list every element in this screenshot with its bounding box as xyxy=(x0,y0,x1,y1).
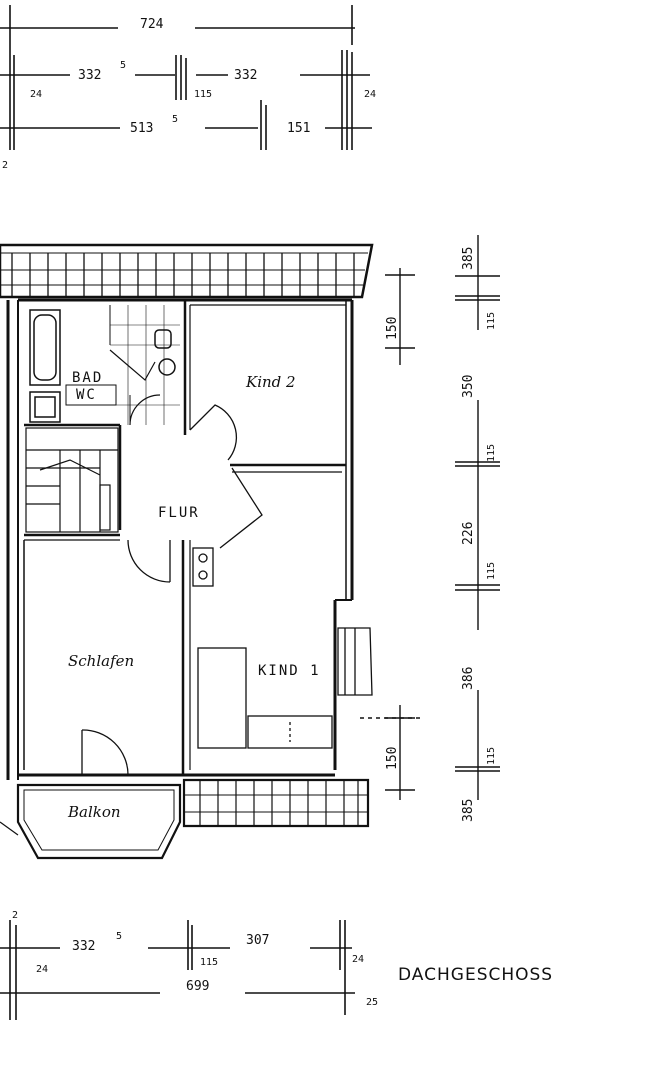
room-wc: WC xyxy=(76,387,97,403)
dim-150-bottom: 150 xyxy=(385,747,400,770)
room-balkon: Balkon xyxy=(67,803,121,821)
dim-332: 332 xyxy=(234,68,257,83)
bottom-dimensions xyxy=(0,920,355,1020)
dim-332-5-sup: 5 xyxy=(120,60,126,71)
dim-115-a: 115 xyxy=(486,312,497,330)
room-kind-1: KIND 1 xyxy=(258,663,321,679)
dim-386: 386 xyxy=(461,667,476,690)
dim-115-top: 115 xyxy=(194,89,212,100)
dim-724: 724 xyxy=(140,17,164,32)
dim-385-bottom: 385 xyxy=(461,799,476,822)
dim-699: 699 xyxy=(186,979,209,994)
wc-frame xyxy=(65,384,117,406)
top-dimensions xyxy=(0,5,372,150)
room-flur: FLUR xyxy=(158,505,200,521)
doors xyxy=(81,404,263,776)
dim-24-left: 24 xyxy=(30,89,42,100)
dim-25: 25 xyxy=(366,997,378,1008)
roof-top xyxy=(0,243,374,299)
dim-151: 151 xyxy=(287,121,310,136)
kind1-furniture xyxy=(197,627,373,749)
room-schlafen: Schlafen xyxy=(68,652,134,670)
dim-332-5: 332 xyxy=(78,68,101,83)
dim-332-5-bottom: 332 xyxy=(72,939,95,954)
walls xyxy=(6,298,354,780)
dim-115-c: 115 xyxy=(486,562,497,580)
plan-title: DACHGESCHOSS xyxy=(398,965,553,985)
dim-2-bottom: 2 xyxy=(12,910,18,921)
dim-226: 226 xyxy=(461,522,476,545)
dim-2-top: 2 xyxy=(2,160,8,171)
dim-24-bottom-right: 24 xyxy=(352,954,364,965)
dim-115-d: 115 xyxy=(486,747,497,765)
room-bad: BAD xyxy=(72,370,103,386)
dim-513-5: 513 xyxy=(130,121,153,136)
dim-150-top: 150 xyxy=(385,317,400,340)
dim-513-5-sup: 5 xyxy=(172,114,178,125)
dim-115-bottom: 115 xyxy=(200,957,218,968)
dim-24-bottom-left: 24 xyxy=(36,964,48,975)
roof-bottom xyxy=(182,778,370,828)
dim-307: 307 xyxy=(246,933,269,948)
room-kind-2: Kind 2 xyxy=(245,373,296,391)
dim-350: 350 xyxy=(461,375,476,398)
kitchenette xyxy=(192,547,214,587)
balcony xyxy=(0,783,182,860)
staircase xyxy=(25,427,119,533)
dim-385-top: 385 xyxy=(461,247,476,270)
dim-332-5-bottom-sup: 5 xyxy=(116,931,122,942)
bathroom xyxy=(29,305,180,426)
dim-115-b: 115 xyxy=(486,444,497,462)
dim-24-right: 24 xyxy=(364,89,376,100)
right-dimensions xyxy=(360,235,500,800)
